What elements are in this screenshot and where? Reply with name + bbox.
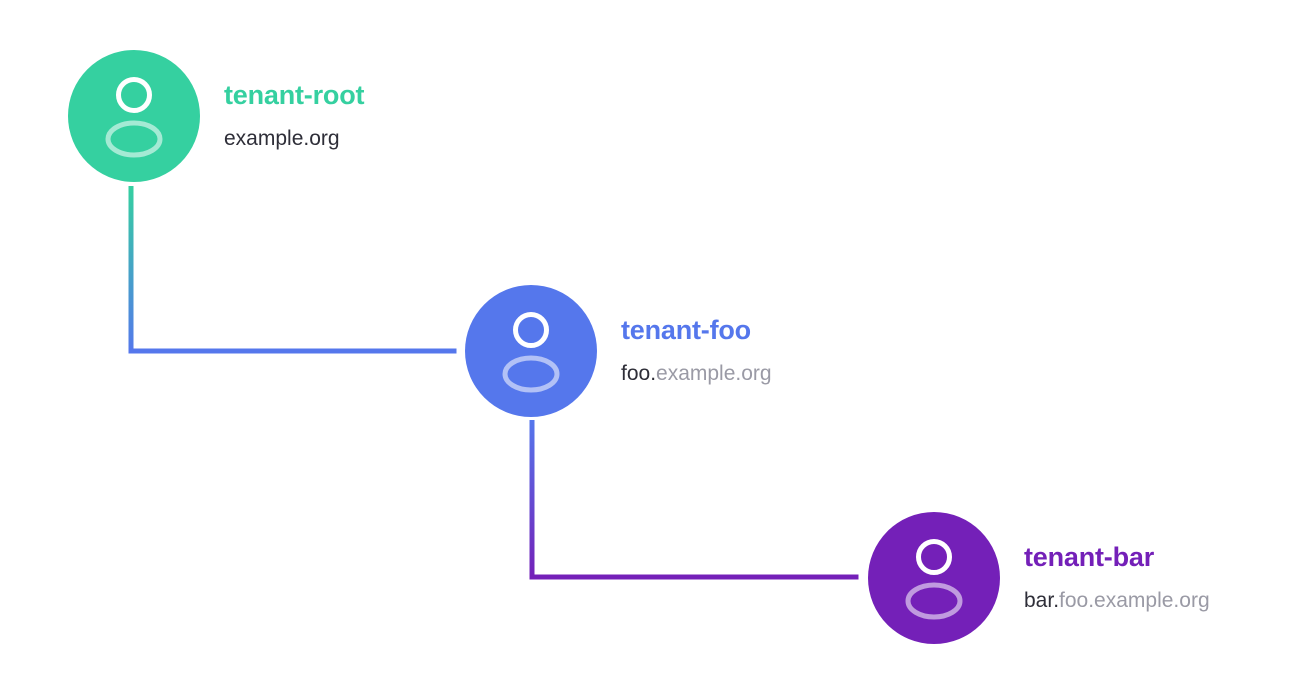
- subtitle-own-tenant-bar: bar.: [1024, 589, 1060, 613]
- node-text-tenant-foo: tenant-foo foo.example.org: [621, 315, 772, 386]
- node-title-tenant-bar: tenant-bar: [1024, 542, 1155, 573]
- node-tenant-root[interactable]: tenant-root example.org: [68, 50, 364, 182]
- user-avatar-icon: [502, 312, 560, 393]
- node-text-tenant-bar: tenant-bar bar.foo.example.org: [1024, 542, 1210, 613]
- edge-foo-to-bar: [529, 420, 859, 580]
- node-text-tenant-root: tenant-root example.org: [224, 80, 364, 151]
- subtitle-own-tenant-root: example.org: [224, 127, 340, 151]
- subtitle-own-tenant-foo: foo.: [621, 362, 657, 386]
- node-tenant-bar[interactable]: tenant-bar bar.foo.example.org: [868, 512, 1210, 644]
- user-avatar-icon: [105, 77, 163, 158]
- node-subtitle-tenant-foo: foo.example.org: [621, 361, 772, 386]
- avatar-tenant-foo[interactable]: [465, 285, 597, 417]
- edge-root-to-foo: [128, 186, 457, 354]
- node-title-tenant-root: tenant-root: [224, 80, 365, 111]
- node-subtitle-tenant-bar: bar.foo.example.org: [1024, 588, 1210, 613]
- user-avatar-icon: [905, 539, 963, 620]
- node-subtitle-tenant-root: example.org: [224, 126, 364, 151]
- node-tenant-foo[interactable]: tenant-foo foo.example.org: [465, 285, 772, 417]
- avatar-tenant-root[interactable]: [68, 50, 200, 182]
- subtitle-parent-tenant-foo: example.org: [656, 362, 772, 386]
- avatar-tenant-bar[interactable]: [868, 512, 1000, 644]
- subtitle-parent-tenant-bar: foo.example.org: [1059, 589, 1210, 613]
- node-title-tenant-foo: tenant-foo: [621, 315, 751, 346]
